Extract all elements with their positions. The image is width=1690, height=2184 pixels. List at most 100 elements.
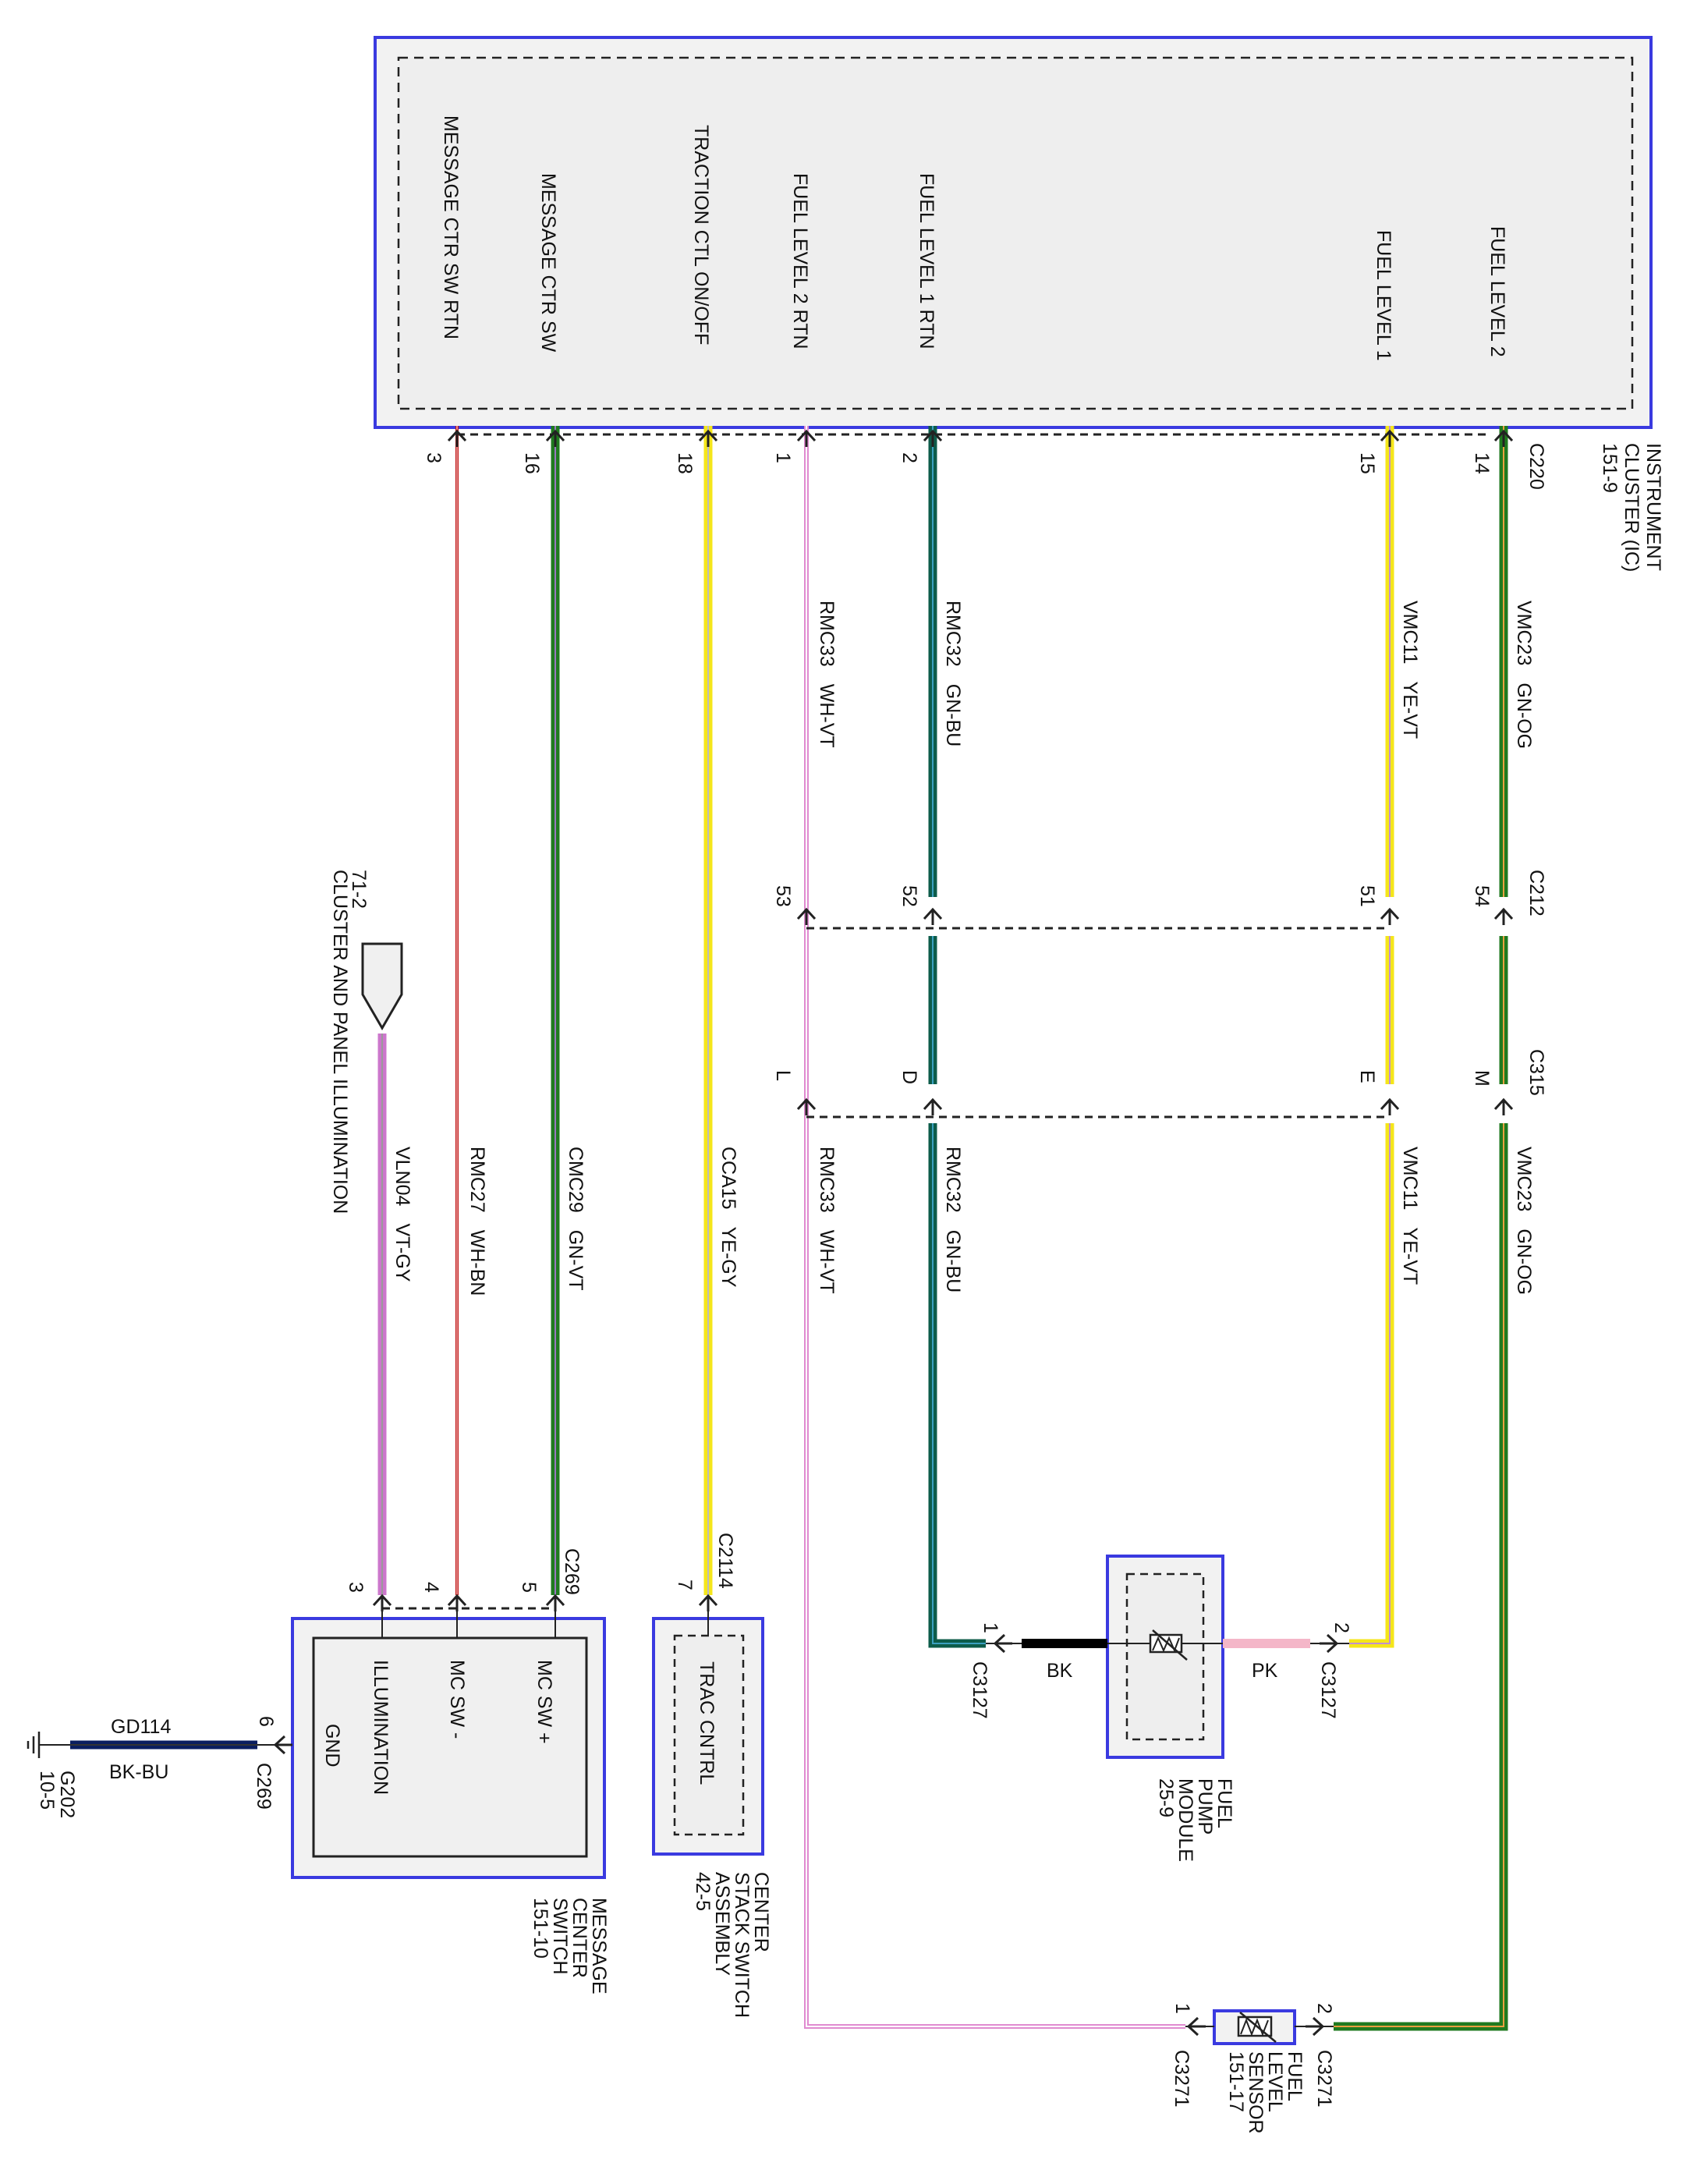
ic-signal-fuel-level-1: FUEL LEVEL 1: [1373, 230, 1394, 361]
css-label-trac-cntrl: TRAC CNTRL: [696, 1661, 717, 1785]
svg-text:CENTER: CENTER: [750, 1872, 772, 1952]
svg-text:INSTRUMENT: INSTRUMENT: [1642, 443, 1664, 571]
svg-text:151-10: 151-10: [530, 1898, 551, 1959]
c212-arrow: [796, 907, 817, 925]
c3271-arrow-a: [1186, 2016, 1206, 2037]
ground-circuit: GD114: [111, 1716, 171, 1738]
mcs-label-mc-sw-plus: MC SW +: [533, 1660, 555, 1744]
svg-text:ASSEMBLY: ASSEMBLY: [711, 1872, 733, 1976]
svg-text:151-17: 151-17: [1225, 2051, 1247, 2112]
wire-label-vmc23-upper: VMC23GN-OG: [1513, 601, 1535, 749]
ground-color: BK-BU: [109, 1761, 168, 1783]
wire-vmc23: [1334, 426, 1508, 2031]
fpm-pin-2: 2: [1330, 1622, 1352, 1633]
c3271-arrow-b: [1306, 2016, 1325, 2037]
c269-arrow-gnd: [273, 1735, 292, 1755]
c212-label: C212: [1525, 870, 1547, 916]
css-pin-7: 7: [674, 1580, 696, 1590]
c220-label: C220: [1525, 443, 1547, 490]
wire-label-rmc27: RMC27WH-BN: [466, 1147, 488, 1296]
c220-arrow: [1493, 429, 1514, 447]
wire-label-cca15: CCA15YE-GY: [717, 1147, 739, 1288]
wire-label-rmc32-lower: RMC32GN-BU: [942, 1147, 964, 1292]
wire-label-rmc32-upper: RMC32GN-BU: [942, 601, 964, 746]
c212-pin-52: 52: [898, 885, 920, 907]
mcs-pin-6: 6: [255, 1716, 277, 1727]
c212-pin-53: 53: [772, 885, 794, 907]
svg-text:CENTER: CENTER: [569, 1898, 590, 1978]
svg-text:STACK SWITCH: STACK SWITCH: [731, 1872, 753, 2018]
wire-vmc11: [1349, 426, 1394, 1648]
c212-pin-51: 51: [1356, 885, 1378, 907]
c220-pin-14: 14: [1471, 452, 1493, 474]
c220-arrow: [545, 429, 565, 447]
svg-text:MESSAGE: MESSAGE: [588, 1898, 610, 1994]
wire-rmc32: [928, 426, 986, 1648]
c220-arrow: [1380, 429, 1400, 447]
ic-signal-msg-ctr-sw: MESSAGE CTR SW: [537, 173, 559, 353]
c3271-label-a: C3271: [1171, 2050, 1192, 2108]
svg-text:25-9: 25-9: [1155, 1778, 1177, 1817]
ground-ref: G202: [56, 1771, 78, 1818]
svg-text:SENSOR: SENSOR: [1245, 2051, 1267, 2134]
wire-label-vmc23-lower: VMC23GN-OG: [1513, 1147, 1535, 1295]
svg-text:SWITCH: SWITCH: [549, 1898, 571, 1975]
ic-signal-fuel-level-2: FUEL LEVEL 2: [1486, 226, 1508, 357]
wire-label-rmc33-upper: RMC33WH-VT: [816, 601, 838, 748]
c269-label-gnd: C269: [253, 1763, 275, 1810]
ic-signal-msg-ctr-sw-rtn: MESSAGE CTR SW RTN: [440, 115, 462, 339]
fuel-pump-module: [1106, 1555, 1224, 1759]
c220-arrow: [698, 429, 718, 447]
c269-label-top: C269: [561, 1548, 583, 1595]
fls-name: FUEL LEVEL SENSOR 151-17: [1225, 2051, 1306, 2134]
c212-pin-54: 54: [1471, 885, 1493, 907]
mcs-label-mc-sw-minus: MC SW -: [446, 1660, 468, 1739]
c220-pin-15: 15: [1356, 452, 1378, 474]
instrument-cluster: [374, 36, 1653, 429]
c269-arrow: [447, 1594, 467, 1611]
c212-arrow: [1380, 907, 1400, 925]
mcs-label-illumination: ILLUMINATION: [370, 1660, 391, 1795]
fpm-wire-pk: PK: [1252, 1660, 1278, 1682]
fuel-level-sensor-resistor-icon: [1237, 2012, 1277, 2043]
illumination-ref-page[interactable]: 71-2: [348, 870, 370, 909]
fls-pin-1: 1: [1171, 2003, 1193, 2014]
ic-signal-fuel-level-1-rtn: FUEL LEVEL 1 RTN: [916, 173, 937, 349]
c220-pin-3: 3: [423, 452, 445, 463]
svg-text:CLUSTER (IC): CLUSTER (IC): [1621, 443, 1642, 572]
c315-pin-d: D: [898, 1070, 920, 1084]
c315-label: C315: [1525, 1049, 1547, 1096]
fuel-pump-resistor-icon: [1149, 1629, 1188, 1661]
wire-label-cmc29: CMC29GN-VT: [565, 1147, 586, 1291]
c2114-label: C2114: [714, 1533, 736, 1589]
c220-arrow: [447, 429, 467, 447]
c315-pin-e: E: [1356, 1070, 1378, 1083]
wire-rmc33: [804, 426, 1185, 2029]
wire-label-rmc33-lower: RMC33WH-VT: [816, 1147, 838, 1294]
svg-text:151-9: 151-9: [1599, 443, 1621, 493]
css-name: CENTER STACK SWITCH ASSEMBLY 42-5: [692, 1872, 772, 2018]
wire-label-vln04: VLN04VT-GY: [391, 1147, 413, 1282]
wire-label-vmc11-upper: VMC11YE-VT: [1399, 601, 1421, 739]
c315-pin-l: L: [772, 1070, 794, 1081]
message-center-switch: [291, 1617, 606, 1879]
fpm-pin-1: 1: [980, 1622, 1001, 1633]
ic-name: INSTRUMENT CLUSTER (IC) 151-9: [1599, 443, 1664, 572]
c315-arrow: [796, 1097, 817, 1115]
c3127-arrow-b: [1320, 1633, 1339, 1654]
c220-pin-18: 18: [674, 452, 696, 474]
c220-pin-1: 1: [772, 452, 794, 463]
illumination-ref-label[interactable]: CLUSTER AND PANEL ILLUMINATION: [329, 870, 351, 1214]
svg-text:PUMP: PUMP: [1194, 1778, 1216, 1835]
c220-arrow: [796, 429, 817, 447]
ic-signal-fuel-level-2-rtn: FUEL LEVEL 2 RTN: [789, 173, 811, 349]
svg-text:FUEL: FUEL: [1213, 1778, 1235, 1828]
c315-arrow: [1493, 1097, 1514, 1115]
c269-arrow: [545, 1594, 565, 1611]
c315-pin-m: M: [1471, 1070, 1493, 1087]
mcs-pin-4: 4: [420, 1582, 442, 1593]
c269-arrow: [372, 1594, 392, 1611]
illumination-ref-arrow-icon[interactable]: [361, 942, 403, 1030]
svg-text:LEVEL: LEVEL: [1264, 2051, 1286, 2112]
